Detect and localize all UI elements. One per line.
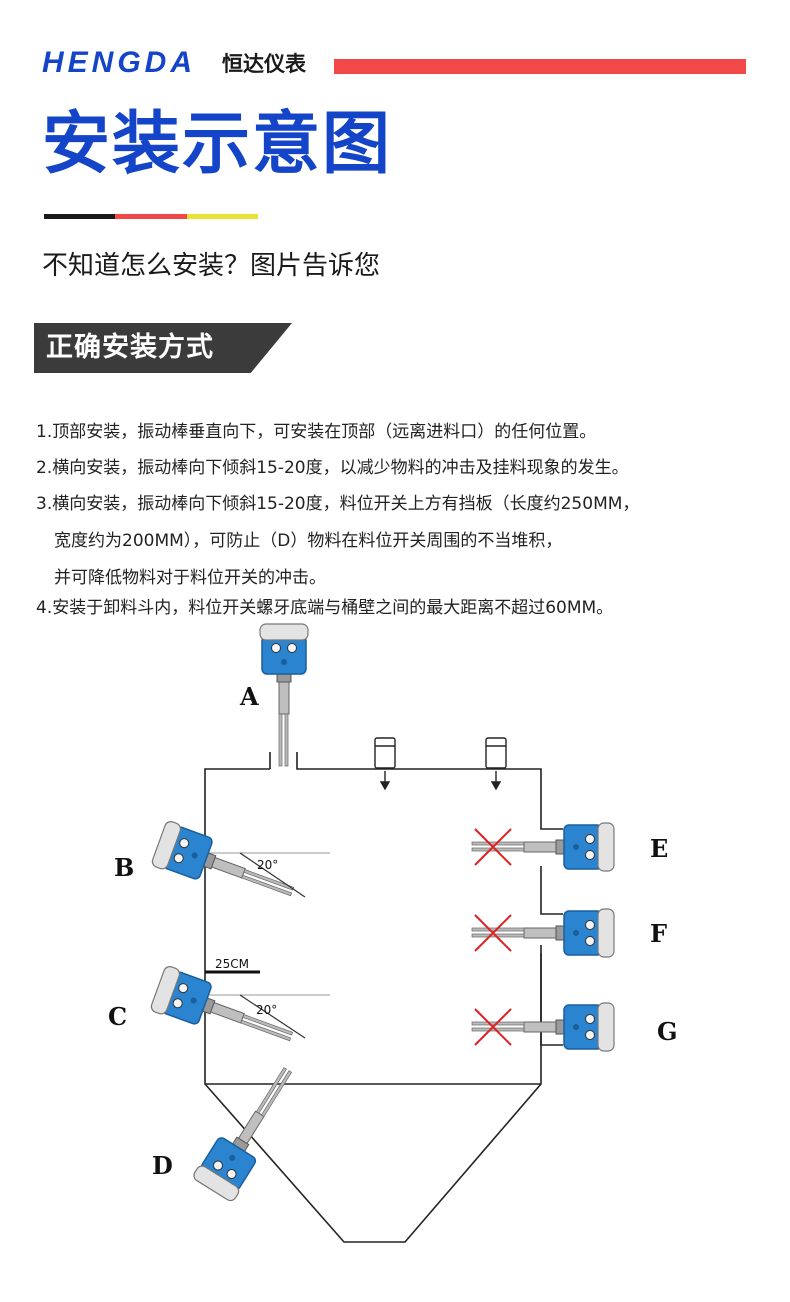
label-c: C: [108, 1002, 127, 1031]
wrong-mark-g-icon: [474, 1008, 512, 1046]
note-3-line-3: 并可降低物料对于料位开关的冲击。: [54, 568, 326, 588]
label-g: G: [657, 1017, 678, 1046]
page-title: 安装示意图: [42, 105, 393, 184]
header-accent-bar: [334, 59, 746, 74]
wrong-mark-f-icon: [474, 914, 512, 952]
note-4-clipped: 4.安装于卸料斗内，料位开关螺牙底端与桶壁之间的最大距离不超过60MM。: [0, 596, 790, 622]
probe-c-line: [239, 994, 306, 1039]
note-3-line-2: 宽度约为200MM），可防止（D）物料在料位开关周围的不当堆积，: [54, 531, 563, 551]
tricolor-divider: [44, 214, 258, 219]
angle-b-label: 20°: [257, 858, 278, 872]
silo-outline: [204, 752, 563, 1243]
label-f: F: [650, 919, 667, 948]
switch-a-icon: [259, 623, 309, 767]
probe-b-line: [239, 852, 306, 898]
label-e: E: [650, 834, 668, 863]
page-subtitle: 不知道怎么安装？图片告诉您: [42, 251, 381, 281]
feed-inlet-icon: [374, 737, 507, 791]
angle-c-label: 20°: [256, 1003, 277, 1017]
section-banner-label: 正确安装方式: [46, 332, 214, 363]
note-4: 4.安装于卸料斗内，料位开关螺牙底端与桶壁之间的最大距离不超过60MM。: [36, 598, 614, 618]
baffle-label: 25CM: [215, 957, 249, 971]
note-3: 3.横向安装，振动棒向下倾斜15-20度，料位开关上方有挡板（长度约250MM，: [36, 494, 640, 514]
brand-logo: HENGDA: [42, 46, 197, 79]
note-1: 1.顶部安装，振动棒垂直向下，可安装在顶部（远离进料口）的任何位置。: [36, 422, 597, 442]
label-b: B: [114, 853, 134, 882]
wrong-mark-e-icon: [474, 828, 512, 866]
note-2: 2.横向安装，振动棒向下倾斜15-20度，以减少物料的冲击及挂料现象的发生。: [36, 458, 629, 478]
label-d: D: [152, 1151, 173, 1180]
label-a: A: [239, 682, 259, 711]
brand-name-cn: 恒达仪表: [222, 52, 306, 76]
section-banner: [34, 323, 292, 373]
